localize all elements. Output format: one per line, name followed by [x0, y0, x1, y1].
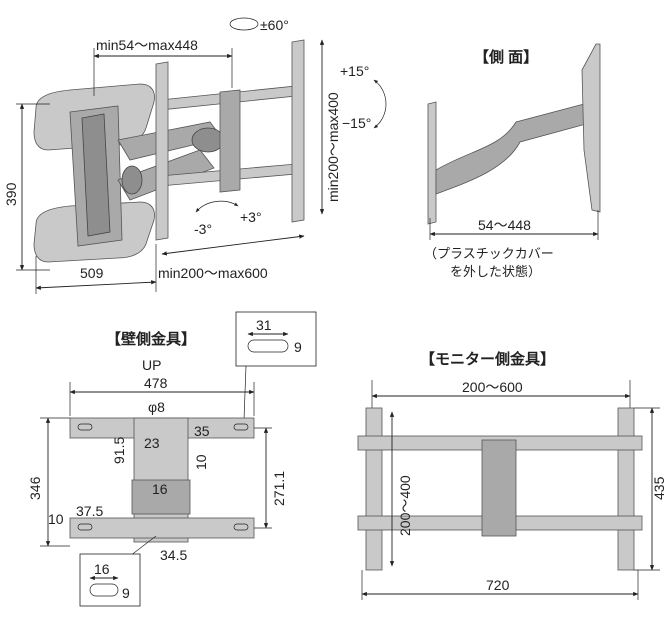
- level-minus-label: -3°: [194, 221, 212, 237]
- horizontal-range-label: min200～max600: [158, 265, 268, 281]
- monitor-heading: 【モニター側金具】: [420, 350, 555, 368]
- slot-top-height: 9: [294, 339, 302, 355]
- slot-top-width: 31: [256, 317, 272, 333]
- monitor-center-plate: [481, 439, 517, 537]
- side-wall-plate: [427, 101, 437, 225]
- level-plus-label: +3°: [240, 209, 262, 225]
- side-note-line1: （プラスチックカバー: [424, 246, 554, 261]
- slot-bottom-width: 16: [94, 561, 110, 577]
- tilt-up-label: +15°: [340, 63, 369, 79]
- side-view: 【側 面】 54～448 （プラスチックカバー を外した状態）: [424, 43, 601, 279]
- d16-center-label: 16: [152, 481, 168, 497]
- horizontal-range-dim: [161, 234, 305, 256]
- arm-joint: [191, 127, 225, 153]
- depth-dim: [35, 280, 157, 290]
- monitor-height-label: 435: [651, 476, 667, 500]
- monitor-left-upright: [365, 407, 383, 571]
- wall-pitch-label: 271.1: [271, 471, 287, 506]
- main-view: ±60° min54～max448 min200～max400 +15° −15…: [3, 17, 387, 294]
- level-arrow-icon: [195, 200, 239, 213]
- side-arm: [435, 103, 587, 195]
- wall-rail-bottom: [69, 517, 255, 539]
- wall-heading: 【壁側金具】: [106, 330, 196, 348]
- wall-plate-view: 【壁側金具】 31 9 UP 478 φ8 35 23 91.5 10 16: [27, 311, 317, 607]
- arm-joint-2: [121, 165, 143, 195]
- hole-dia-label: φ8: [148, 399, 165, 415]
- vertical-range-label: min200～max400: [325, 92, 341, 202]
- d91-5-label: 91.5: [111, 437, 127, 464]
- side-note-line2: を外した状態）: [450, 264, 541, 279]
- slot-top-callout: [235, 311, 317, 367]
- monitor-right-upright: [617, 407, 635, 571]
- d34-5-label: 34.5: [160, 547, 187, 563]
- d35-label: 35: [194, 423, 210, 439]
- d23-label: 23: [144, 435, 160, 451]
- wall-width-label: 478: [144, 375, 168, 391]
- slot-bottom-height: 9: [122, 585, 130, 601]
- height-label: 390: [3, 182, 19, 206]
- wall-center-block: [131, 479, 191, 515]
- d10-left-label: 10: [48, 511, 64, 527]
- monitor-vrange-label: 200～400: [397, 475, 413, 536]
- tilt-down-label: −15°: [342, 115, 371, 131]
- wall-plate-shade: [81, 113, 111, 237]
- wall-height-label: 346: [27, 476, 43, 500]
- bracket-center-plate: [219, 89, 241, 193]
- swivel-label: ±60°: [260, 17, 289, 33]
- d10-center-label: 10: [193, 454, 209, 470]
- monitor-width-label: 720: [486, 577, 510, 593]
- depth-label: 509: [80, 265, 104, 281]
- side-monitor-bracket: [581, 43, 601, 213]
- tilt-arrow-icon: [373, 79, 387, 129]
- d37-5-label: 37.5: [76, 503, 103, 519]
- bracket-left-upright: [155, 61, 169, 241]
- bracket-right-upright: [291, 39, 305, 223]
- side-depth-label: 54～448: [478, 217, 531, 233]
- monitor-bracket-view: 【モニター側金具】 200～600 200～400 435 720: [357, 350, 667, 600]
- slot-bottom-callout: [79, 553, 141, 607]
- monitor-hrange-label: 200～600: [462, 379, 523, 395]
- up-label: UP: [142, 357, 161, 373]
- arm-range-label: min54～max448: [96, 37, 198, 53]
- swivel-arrow-icon: [229, 17, 259, 31]
- side-heading: 【側 面】: [474, 48, 538, 66]
